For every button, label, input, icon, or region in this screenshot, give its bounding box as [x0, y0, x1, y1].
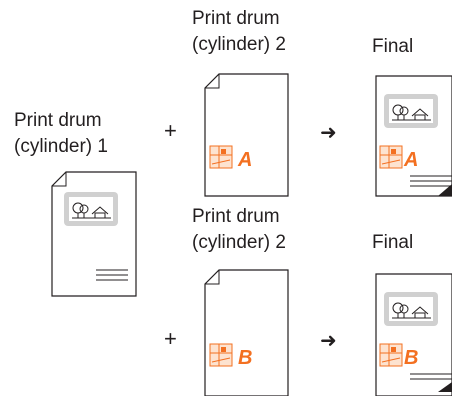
- drum1-label: Print drum (cylinder) 1: [14, 108, 108, 160]
- final-top-page: [375, 75, 452, 197]
- drum2-bottom-page: [204, 269, 289, 396]
- landscape-image-icon-final-top: [383, 93, 439, 129]
- drum2-top-page: [204, 73, 289, 197]
- final-bottom-page: [375, 273, 452, 396]
- arrow-icon-top: ➜: [320, 122, 337, 144]
- plus-sign-top: +: [164, 118, 177, 143]
- map-icon-final-top: [379, 145, 403, 169]
- final-top-label: Final: [372, 36, 414, 57]
- letter-b-final: B: [404, 347, 418, 369]
- drum2-bottom-label: Print drum (cylinder) 2: [192, 204, 286, 256]
- drum2-top-label: Print drum (cylinder) 2: [192, 6, 286, 58]
- map-icon-bottom: [209, 343, 233, 367]
- drum2-bottom-label-line2: (cylinder) 2: [192, 232, 286, 253]
- letter-b-bottom: B: [238, 347, 252, 369]
- arrow-icon-bottom: ➜: [320, 330, 337, 352]
- letter-a-top: A: [237, 149, 252, 171]
- map-icon-top: [209, 145, 233, 169]
- drum1-label-line1: Print drum: [14, 110, 102, 131]
- drum2-top-label-line1: Print drum: [192, 8, 280, 29]
- final-bottom-label: Final: [372, 232, 414, 253]
- drum2-top-label-line2: (cylinder) 2: [192, 34, 286, 55]
- landscape-image-icon: [63, 191, 119, 227]
- drum2-bottom-label-line1: Print drum: [192, 206, 280, 227]
- map-icon-final-bottom: [379, 343, 403, 367]
- letter-a-final: A: [403, 149, 418, 171]
- drum1-page: [51, 171, 137, 297]
- drum1-label-line2: (cylinder) 1: [14, 136, 108, 157]
- plus-sign-bottom: +: [164, 326, 177, 351]
- landscape-image-icon-final-bottom: [383, 291, 439, 327]
